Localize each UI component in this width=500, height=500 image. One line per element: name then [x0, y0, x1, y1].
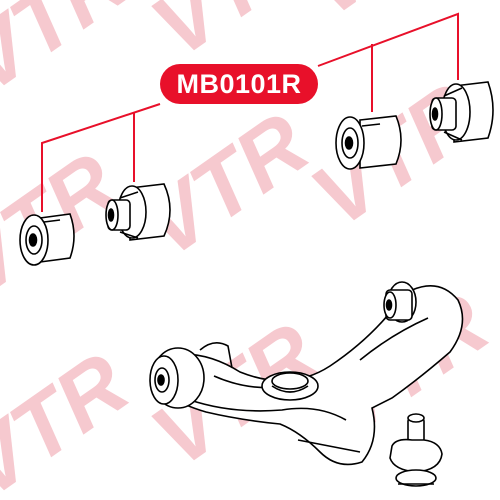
leader-lines: [41, 12, 459, 212]
part-number-text: MB0101R: [176, 68, 302, 99]
ball-joint: [389, 413, 443, 487]
lower-control-arm: [149, 281, 464, 487]
leader-line-right: [317, 12, 459, 80]
bushing-4: [429, 81, 494, 143]
bushing-2: [105, 183, 171, 241]
watermark-text: VTR: [0, 0, 145, 111]
watermark-text: VTR: [0, 334, 145, 500]
bushing-1: [19, 213, 75, 266]
bushing-3: [335, 115, 402, 170]
part-number-label: MB0101R: [160, 64, 318, 104]
watermark-text: VTR: [284, 0, 485, 36]
leader-line-left: [41, 103, 161, 212]
